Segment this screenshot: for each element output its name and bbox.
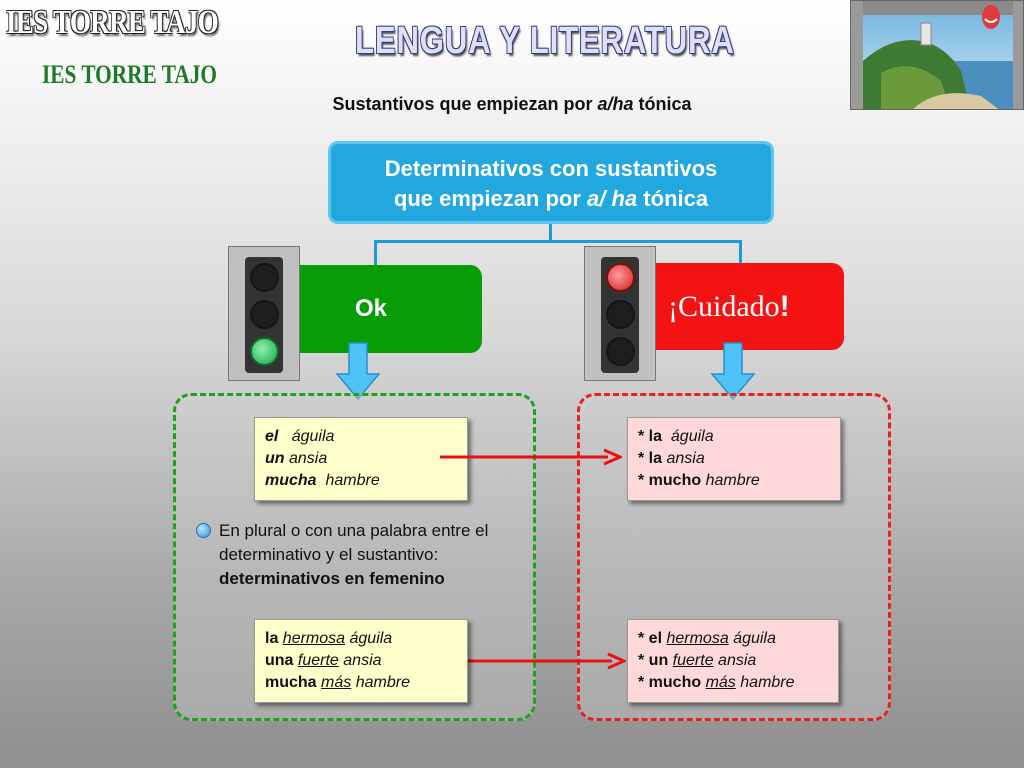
page-title: LENGUA Y LITERATURA <box>355 20 735 62</box>
traffic-light-red-icon <box>584 246 656 381</box>
phrase-row: el águila <box>265 428 335 445</box>
concept-box: Determinativos con sustantivos que empie… <box>328 141 774 224</box>
down-arrow-icon <box>336 342 380 400</box>
traffic-light-green-icon <box>228 246 300 381</box>
connector-left <box>374 240 377 266</box>
note-text: En plural o con una palabra entre el det… <box>219 521 489 564</box>
incorrect-adjective-box: * el hermosa águila * un fuerte ansia * … <box>627 619 839 703</box>
correct-singular-box: el águila un ansia mucha hambre <box>254 417 468 501</box>
phrase-row: una fuerte ansia <box>265 652 382 669</box>
concept-line-2: que empiezan por a/ ha tónica <box>393 186 709 211</box>
phrase-row: la hermosa águila <box>265 630 393 647</box>
connector-right <box>739 240 742 264</box>
phrase-row: * mucho más hambre <box>638 674 795 691</box>
phrase-row: * la águila <box>638 428 714 445</box>
note-emphasis: determinativos en femenino <box>219 569 445 588</box>
phrase-row: mucha más hambre <box>265 674 410 691</box>
red-arrow-icon <box>444 652 626 670</box>
red-arrow-icon <box>440 448 622 466</box>
bullet-icon <box>196 523 211 538</box>
connector-bar <box>374 240 742 243</box>
phrase-row: mucha hambre <box>265 472 380 489</box>
phrase-row: * el hermosa águila <box>638 630 776 647</box>
warning-banner: ¡Cuidado! <box>646 263 844 350</box>
phrase-row: * la ansia <box>638 450 705 467</box>
down-arrow-icon <box>711 342 755 400</box>
landscape-photo <box>850 0 1024 110</box>
phrase-row: * mucho hambre <box>638 472 760 489</box>
warning-label: ¡Cuidado <box>668 290 780 323</box>
phrase-row: * un fuerte ansia <box>638 652 757 669</box>
ok-label: Ok <box>355 295 388 322</box>
concept-line-1: Determinativos con sustantivos <box>384 156 718 181</box>
school-name-top: IES TORRE TAJO <box>6 4 219 41</box>
school-name-sub: IES TORRE TAJO <box>42 60 217 89</box>
connector-stem <box>549 224 552 241</box>
slide-subtitle: Sustantivos que empiezan por a/ha tónica <box>332 94 692 114</box>
plural-note: En plural o con una palabra entre el det… <box>196 519 526 591</box>
correct-adjective-box: la hermosa águila una fuerte ansia mucha… <box>254 619 468 703</box>
phrase-row: un ansia <box>265 450 328 467</box>
ok-banner: Ok <box>290 265 482 353</box>
incorrect-singular-box: * la águila * la ansia * mucho hambre <box>627 417 841 501</box>
